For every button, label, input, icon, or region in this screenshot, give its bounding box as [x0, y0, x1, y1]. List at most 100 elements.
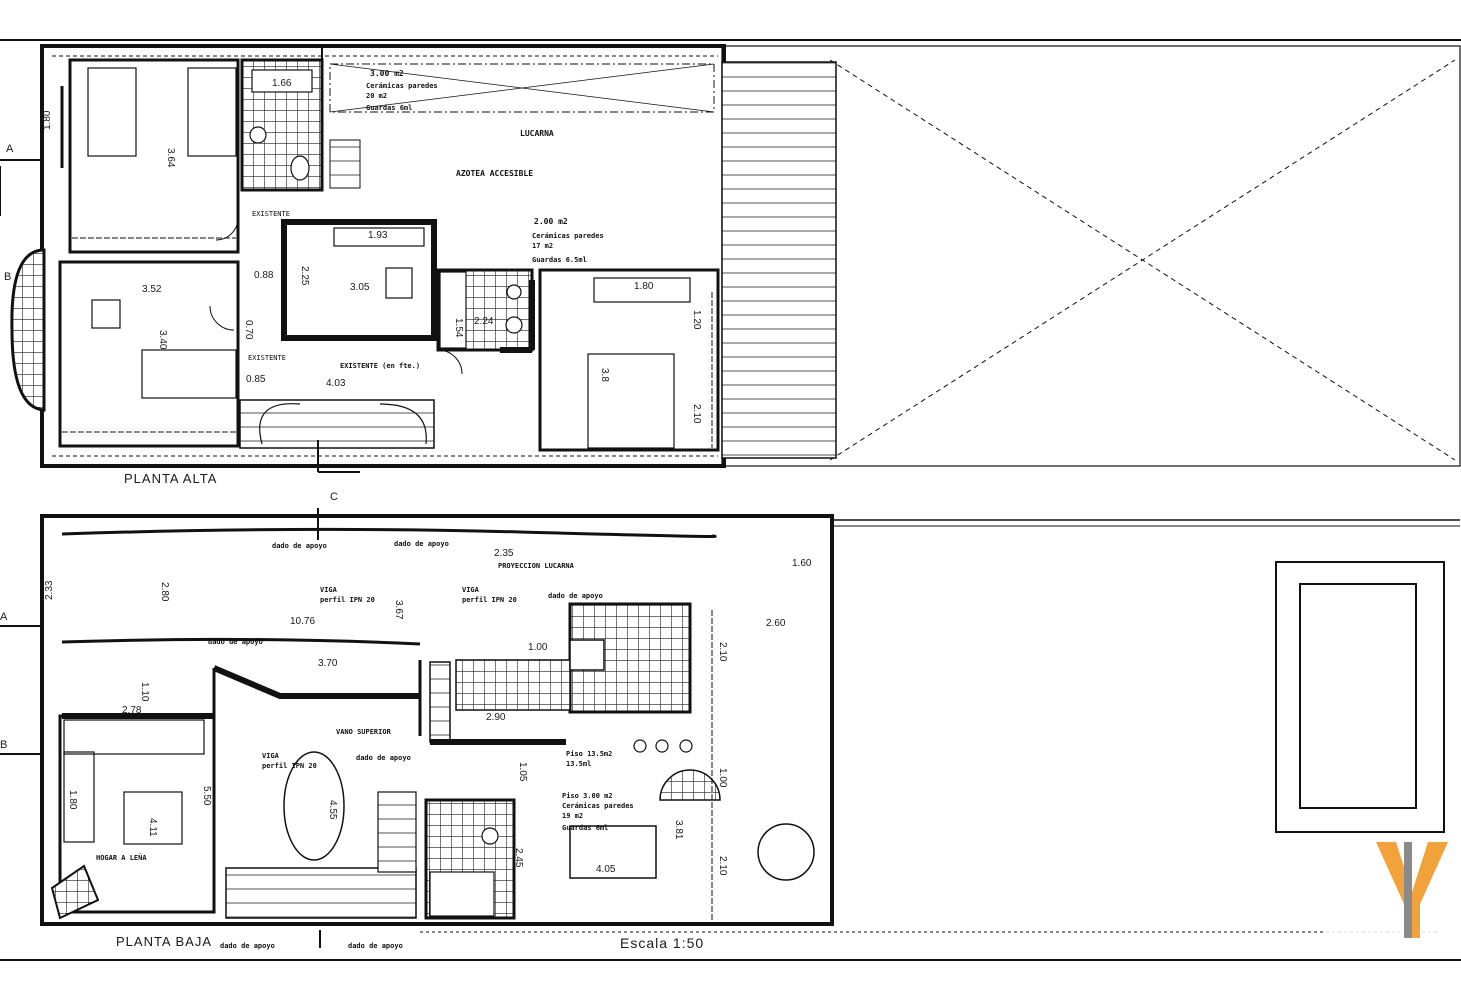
ground-floor — [40, 508, 1460, 948]
ground-floor-title: PLANTA BAJA — [116, 934, 212, 949]
dim-1-80-b: 1.80 — [634, 281, 654, 292]
dim-1-10: 1.10 — [139, 682, 150, 702]
dim-1-66: 1.66 — [272, 78, 292, 89]
slat-strip — [721, 61, 837, 459]
bath-mid-area: 2.00 m2 — [534, 217, 568, 226]
section-mark-a-lower: A — [0, 611, 8, 623]
bath-top-area: 3.00 m2 — [370, 69, 404, 78]
dado-6: dado de apoyo — [220, 942, 275, 950]
dim-1-80: 1.80 — [42, 110, 53, 130]
bath-top-ceramics: Cerámicas paredes — [366, 82, 438, 90]
dim-2-80: 2.80 — [159, 582, 170, 602]
lucarna-label: LUCARNA — [520, 129, 554, 138]
dim-3-52: 3.52 — [142, 284, 162, 295]
piso-2-m2: 19 m2 — [562, 812, 583, 820]
master-bedroom — [538, 268, 720, 452]
spiral-stairs — [239, 399, 435, 449]
dim-3-8: 3.8 — [599, 368, 610, 382]
piso-2: Piso 3.00 m2 — [562, 792, 613, 800]
dim-2-10: 2.10 — [691, 404, 702, 424]
dim-1-00-b: 1.00 — [717, 768, 728, 788]
viga-3: VIGA — [262, 752, 280, 760]
dim-10-76: 10.76 — [290, 616, 315, 627]
dim-0-70: 0.70 — [243, 320, 254, 340]
azotea-label: AZOTEA ACCESIBLE — [456, 169, 533, 178]
dim-2-25: 2.25 — [299, 266, 310, 286]
bath-mid-ceramics: Cerámicas paredes — [532, 232, 604, 240]
section-mark-b-lower: B — [0, 739, 7, 751]
dado-5: dado de apoyo — [356, 754, 411, 762]
dim-2-90: 2.90 — [486, 712, 506, 723]
bath-top-m2: 20 m2 — [366, 92, 387, 100]
upper-floor — [10, 44, 1461, 473]
logo-bar — [1404, 842, 1412, 938]
dim-4-55: 4.55 — [327, 800, 338, 820]
piso-2-ceramics: Cerámicas paredes — [562, 802, 634, 810]
section-mark-b-upper: B — [4, 271, 11, 283]
dim-2-35: 2.35 — [494, 548, 514, 559]
vano-superior: VANO SUPERIOR — [336, 728, 392, 736]
pool — [1275, 561, 1445, 833]
dim-3-40: 3.40 — [157, 330, 168, 350]
page-frame — [0, 39, 1461, 961]
dim-4-03: 4.03 — [326, 378, 346, 389]
study-room — [281, 219, 437, 341]
bedroom-1 — [68, 58, 240, 254]
fireplace — [50, 864, 100, 920]
dim-3-64: 3.64 — [165, 148, 176, 168]
proyeccion-lucarna: PROYECCION LUCARNA — [498, 562, 575, 570]
piso-2-guards: Guardas 6ml — [562, 824, 608, 832]
dim-0-85: 0.85 — [246, 374, 266, 385]
viga-2-profile: perfil IPN 20 — [462, 596, 517, 604]
dim-2-45: 2.45 — [513, 848, 524, 868]
scale-label: Escala 1:50 — [620, 935, 704, 951]
dim-2-10-c: 2.10 — [717, 856, 728, 876]
upper-floor-title: PLANTA ALTA — [124, 471, 217, 486]
section-lines — [0, 159, 40, 755]
dim-5-50: 5.50 — [201, 786, 212, 806]
dim-3-81: 3.81 — [673, 820, 684, 840]
dim-1-60: 1.60 — [792, 558, 812, 569]
bath-mid-guards: Guardas 6.5ml — [532, 256, 587, 264]
dim-1-93: 1.93 — [368, 230, 388, 241]
dining-table-2 — [569, 825, 657, 879]
dim-2-33: 2.33 — [44, 580, 55, 600]
dim-2-60: 2.60 — [766, 618, 786, 629]
dim-3-70: 3.70 — [318, 658, 338, 669]
dim-4-05: 4.05 — [596, 864, 616, 875]
dado-7: dado de apoyo — [348, 942, 403, 950]
existente-1: EXISTENTE — [252, 210, 290, 218]
dado-2: dado de apoyo — [394, 540, 449, 548]
viga-2: VIGA — [462, 586, 480, 594]
dim-1-54: 1.54 — [453, 318, 464, 338]
existente-2: EXISTENTE — [248, 354, 286, 362]
logo-y-shape — [1376, 842, 1448, 938]
bath-mid-m2: 17 m2 — [532, 242, 553, 250]
dim-3-05: 3.05 — [350, 282, 370, 293]
dado-3: dado de apoyo — [548, 592, 603, 600]
dado-4: dado de apoyo — [208, 638, 263, 646]
section-mark-c: C — [330, 491, 338, 503]
round-table — [757, 823, 815, 881]
viga-3-profile: perfil IPN 20 — [262, 762, 317, 770]
dim-0-88: 0.88 — [254, 270, 274, 281]
dim-1-20: 1.20 — [691, 310, 702, 330]
brand-logo — [1326, 840, 1461, 940]
existente-3: EXISTENTE (en fte.) — [340, 362, 420, 370]
dim-2-78: 2.78 — [122, 705, 142, 716]
dim-1-80-c: 1.80 — [67, 790, 78, 810]
ground-stairs — [225, 867, 417, 919]
hogar-label: HOGAR A LEÑA — [96, 853, 147, 862]
piso-1-ml: 13.5ml — [566, 760, 591, 768]
dim-1-00: 1.00 — [528, 642, 548, 653]
dining-table — [283, 751, 345, 861]
dim-1-05: 1.05 — [517, 762, 528, 782]
viga-1-profile: perfil IPN 20 — [320, 596, 375, 604]
piso-1: Piso 13.5m2 — [566, 750, 612, 758]
dim-3-67: 3.67 — [393, 600, 404, 620]
dim-2-24: 2.24 — [474, 316, 494, 327]
lucarna — [329, 63, 715, 113]
section-mark-a-upper: A — [6, 143, 14, 155]
dim-4-11: 4.11 — [147, 818, 158, 837]
